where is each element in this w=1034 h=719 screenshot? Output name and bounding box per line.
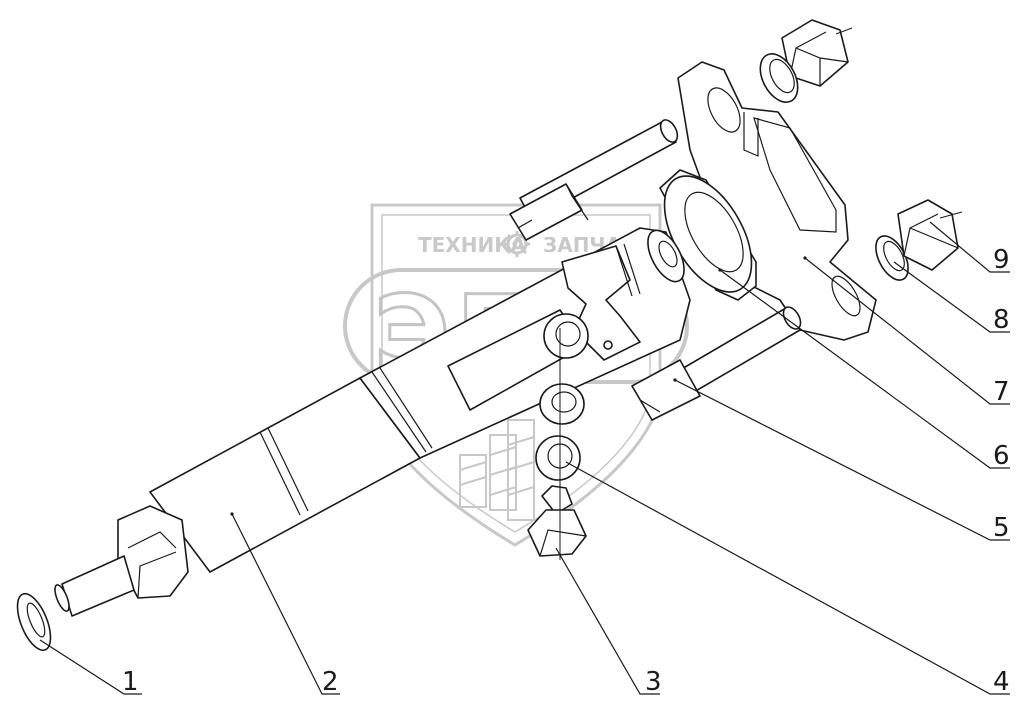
- part-bolt-stack: [527, 313, 589, 560]
- part-washer-right: [875, 235, 909, 281]
- watermark-bolts: [459, 419, 535, 521]
- leader-6: [719, 269, 1010, 469]
- part-washer-top: [759, 53, 799, 103]
- callout-1: 1: [122, 667, 139, 697]
- callout-4: 4: [993, 667, 1010, 697]
- part-nut-right: [897, 199, 963, 271]
- leader-3: [555, 547, 660, 695]
- callout-numbers: 1 2 3 4 5 6 7 8 9: [122, 245, 1010, 697]
- callout-8: 8: [993, 305, 1010, 335]
- callout-7: 7: [993, 377, 1010, 407]
- callout-2: 2: [322, 667, 339, 697]
- gear-icon: [504, 231, 530, 257]
- leader-1: [39, 639, 142, 695]
- callout-3: 3: [645, 667, 662, 697]
- part-seal-washer: [16, 592, 52, 652]
- callout-9: 9: [993, 245, 1010, 275]
- leader-9: [929, 221, 1010, 273]
- leader-8: [893, 261, 1010, 333]
- leader-2: [231, 513, 340, 695]
- part-stud-upper: [509, 119, 679, 241]
- leader-lines: [39, 221, 1010, 695]
- callout-6: 6: [993, 441, 1010, 471]
- callout-5: 5: [993, 513, 1010, 543]
- leader-7: [804, 257, 1010, 405]
- leader-5: [674, 379, 1010, 541]
- leader-4: [565, 461, 1010, 695]
- part-stud-lower: [631, 306, 802, 421]
